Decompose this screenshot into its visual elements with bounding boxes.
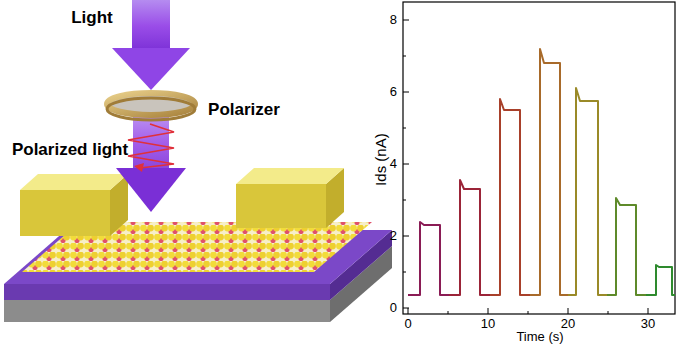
- tick-label: 2: [390, 229, 397, 244]
- tick-label: 10: [481, 317, 495, 332]
- tick-label: 0: [390, 301, 397, 316]
- tick-label: 30: [641, 317, 655, 332]
- light-label: Light: [71, 8, 113, 28]
- tick-label: 8: [390, 13, 397, 28]
- polarizer-label: Polarizer: [208, 100, 280, 120]
- polarized-light-label: Polarized light: [12, 140, 128, 160]
- tick-label: 4: [390, 157, 397, 172]
- axis-title: Ids (nA): [371, 134, 388, 187]
- tick-label: 6: [390, 85, 397, 100]
- tick-label: 0: [404, 317, 411, 332]
- current-chart: [403, 2, 675, 314]
- axis-title: Time (s): [516, 330, 563, 345]
